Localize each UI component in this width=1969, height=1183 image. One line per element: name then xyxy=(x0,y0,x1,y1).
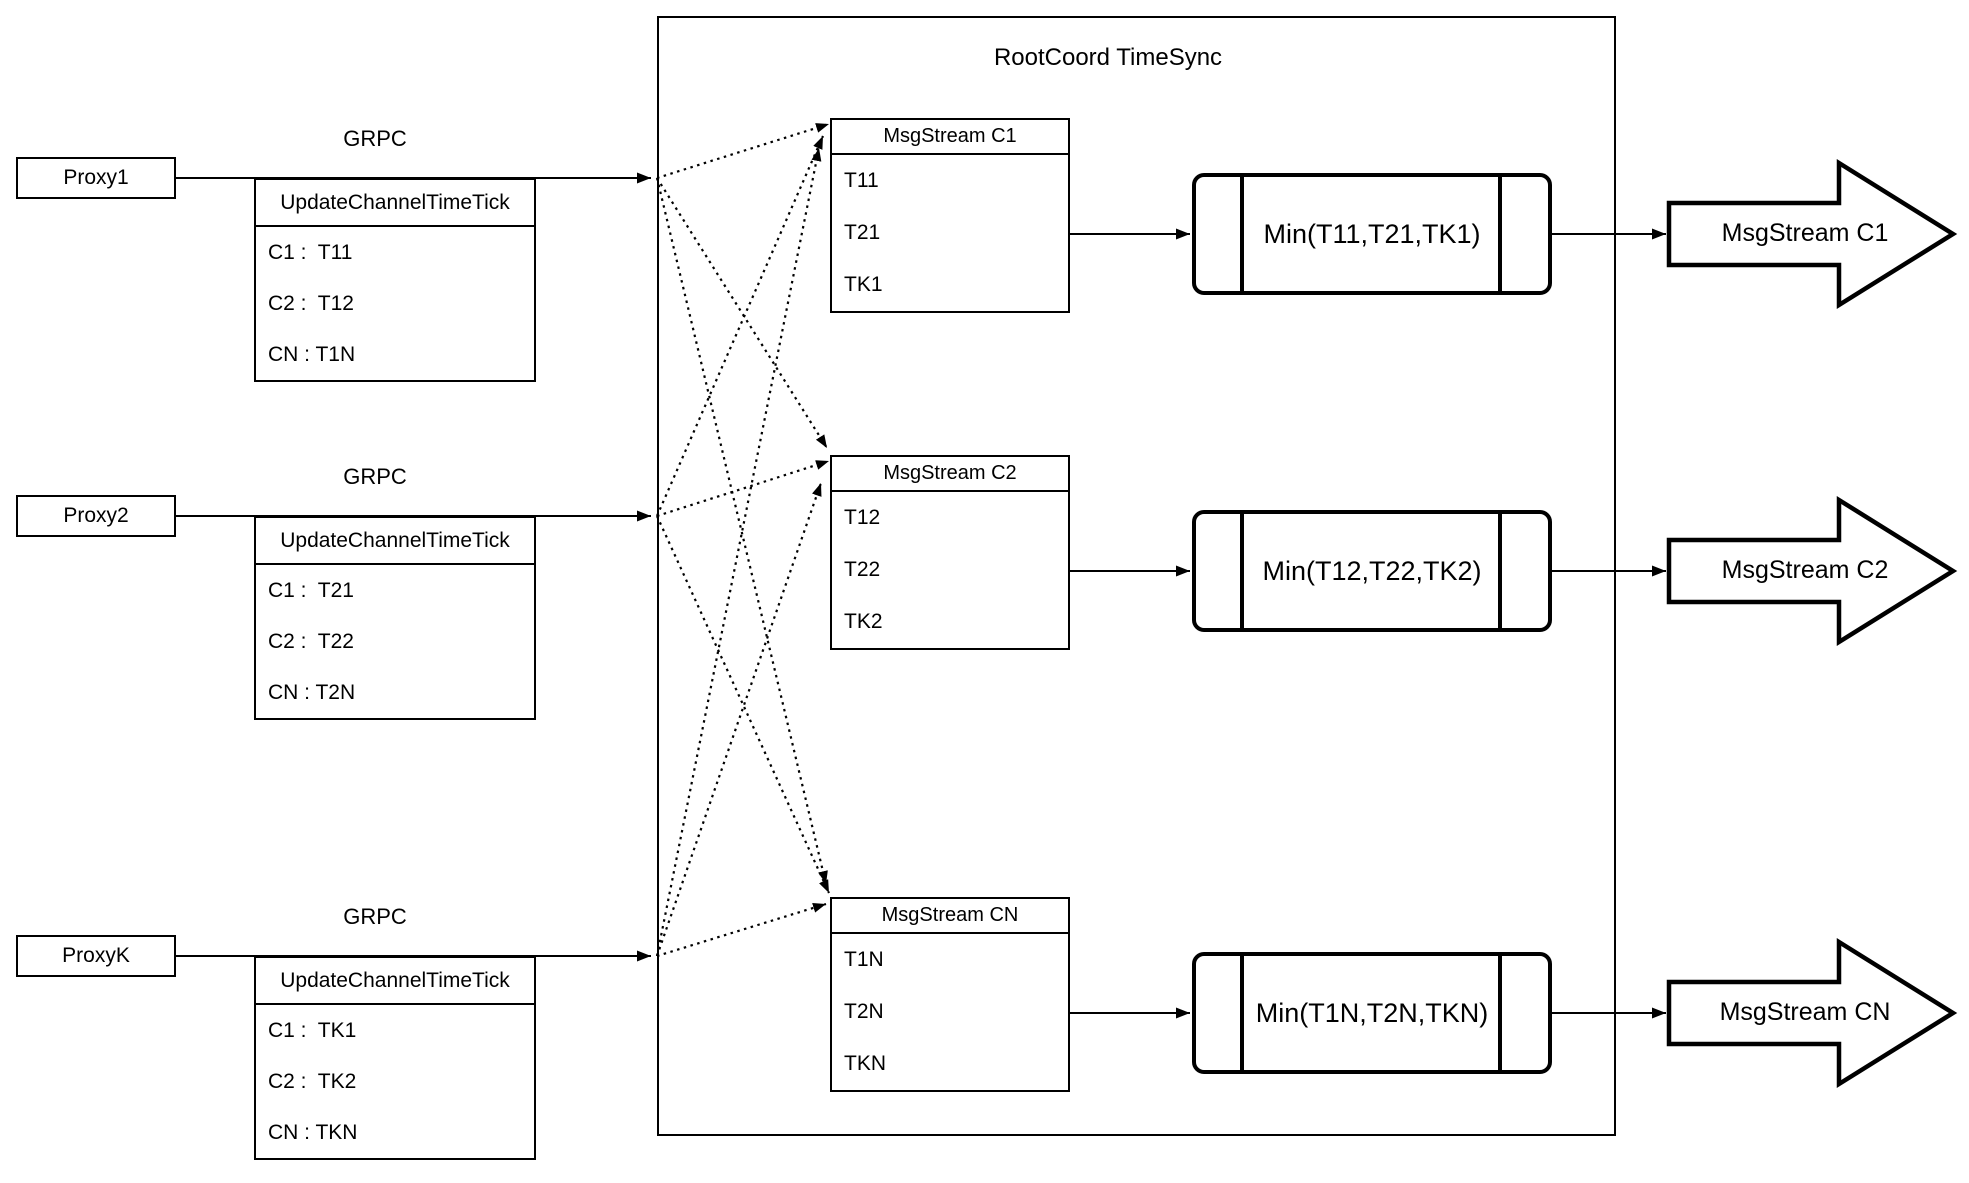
table-row: T22 xyxy=(844,558,881,581)
min-label: Min(T12,T22,TK2) xyxy=(1262,555,1482,586)
table-row: C1 : T21 xyxy=(268,578,354,602)
pipeline-divider xyxy=(1240,176,1244,292)
table-row: CN : T1N xyxy=(268,342,356,366)
proxy-label: Proxy1 xyxy=(63,166,129,189)
pipeline-divider xyxy=(1498,513,1502,629)
update-table-1: UpdateChannelTimeTick C1 : T11 C2 : T12 … xyxy=(254,178,536,382)
update-table-2: UpdateChannelTimeTick C1 : T21 C2 : T22 … xyxy=(254,516,536,720)
table-row: C2 : T12 xyxy=(268,291,354,315)
msgstream-table-2: MsgStream C2 T12 T22 TK2 xyxy=(830,455,1070,650)
table-header: UpdateChannelTimeTick xyxy=(256,518,534,565)
proxy-box-1: Proxy1 xyxy=(16,157,176,199)
grpc-label-2: GRPC xyxy=(343,464,407,489)
msgstream-table-1: MsgStream C1 T11 T21 TK1 xyxy=(830,118,1070,313)
table-header: MsgStream C2 xyxy=(832,457,1068,492)
table-header: UpdateChannelTimeTick xyxy=(256,180,534,227)
table-row: T2N xyxy=(844,1000,884,1023)
table-row: C2 : TK2 xyxy=(268,1069,357,1093)
output-arrow-label-3: MsgStream CN xyxy=(1719,998,1891,1026)
proxy-box-3: ProxyK xyxy=(16,935,176,977)
table-row: C1 : T11 xyxy=(268,240,353,264)
table-row: C2 : T22 xyxy=(268,629,354,653)
min-label: Min(T11,T21,TK1) xyxy=(1263,218,1481,249)
table-row: CN : T2N xyxy=(268,680,356,704)
min-box-1: Min(T11,T21,TK1) xyxy=(1192,173,1552,295)
proxy-box-2: Proxy2 xyxy=(16,495,176,537)
proxy-label: Proxy2 xyxy=(63,504,129,527)
table-row: T21 xyxy=(844,221,881,244)
pipeline-divider xyxy=(1240,513,1244,629)
pipeline-divider xyxy=(1240,955,1244,1071)
grpc-label-3: GRPC xyxy=(343,904,407,929)
update-table-3: UpdateChannelTimeTick C1 : TK1 C2 : TK2 … xyxy=(254,956,536,1160)
table-row: TK1 xyxy=(844,273,883,296)
msgstream-table-3: MsgStream CN T1N T2N TKN xyxy=(830,897,1070,1092)
table-row: T1N xyxy=(844,948,884,971)
table-header: UpdateChannelTimeTick xyxy=(256,958,534,1005)
table-row: C1 : TK1 xyxy=(268,1018,357,1042)
grpc-label-1: GRPC xyxy=(343,126,407,151)
output-arrow-label-1: MsgStream C1 xyxy=(1721,219,1889,247)
min-box-2: Min(T12,T22,TK2) xyxy=(1192,510,1552,632)
table-header: MsgStream CN xyxy=(832,899,1068,934)
output-arrow-label-2: MsgStream C2 xyxy=(1721,556,1889,584)
table-row: T11 xyxy=(844,169,879,192)
min-box-3: Min(T1N,T2N,TKN) xyxy=(1192,952,1552,1074)
table-row: CN : TKN xyxy=(268,1120,358,1144)
table-row: TK2 xyxy=(844,610,883,633)
proxy-label: ProxyK xyxy=(62,944,130,967)
table-header: MsgStream C1 xyxy=(832,120,1068,155)
pipeline-divider xyxy=(1498,955,1502,1071)
table-row: TKN xyxy=(844,1052,886,1075)
rootcoord-title: RootCoord TimeSync xyxy=(993,44,1223,71)
min-label: Min(T1N,T2N,TKN) xyxy=(1255,997,1489,1028)
table-row: T12 xyxy=(844,506,881,529)
pipeline-divider xyxy=(1498,176,1502,292)
